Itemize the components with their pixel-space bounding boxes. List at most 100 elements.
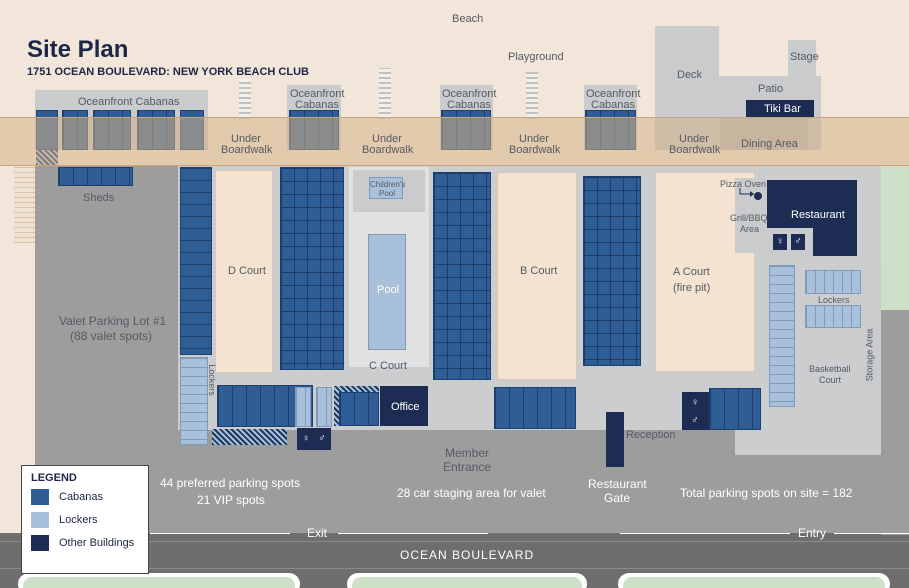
valet-lot-label: Valet Parking Lot #1: [59, 314, 167, 328]
lockers-block: [180, 357, 208, 445]
grass-strip: [881, 310, 909, 535]
childrens-pool-label: Children's: [370, 180, 406, 189]
under-boardwalk-label: Boardwalk: [669, 144, 721, 156]
deck-label: Deck: [677, 69, 703, 81]
childrens-pool: [369, 177, 403, 199]
boardwalk: [0, 117, 909, 166]
lockers-block: [316, 387, 332, 427]
pizza-oven-dot: [754, 192, 762, 200]
lockers-block: [805, 270, 861, 294]
parking-island-grass: [623, 577, 885, 588]
restaurant-gate-building: [606, 412, 624, 467]
road-lane-line: [0, 541, 909, 542]
lockers-label: Lockers: [818, 295, 850, 305]
beach-walkway: [239, 79, 251, 119]
grill-bbq-label: Area: [740, 224, 760, 234]
under-boardwalk-label: Boardwalk: [362, 144, 414, 156]
parking-island-grass: [23, 577, 295, 588]
cabanas-label: Cabanas: [591, 99, 636, 111]
a-court-label: A Court: [673, 266, 710, 278]
lockers-block: [295, 387, 311, 427]
exit-label: Exit: [307, 526, 328, 540]
sheds: [58, 167, 133, 186]
legend: LEGEND Cabanas Lockers Other Buildings: [21, 465, 149, 574]
storage-area: [862, 265, 881, 430]
pizza-oven-label: Pizza Oven: [720, 179, 767, 189]
cabana-row: [583, 176, 641, 366]
sheds-label: Sheds: [83, 192, 115, 204]
grill-bbq-label: Grill/BBQ: [730, 213, 768, 223]
stage: [788, 40, 816, 76]
oceanfront-label: Oceanfront: [290, 88, 345, 100]
cabanas-label: Cabanas: [295, 99, 340, 111]
lockers-block: [805, 305, 861, 328]
parking-island-grass: [352, 577, 582, 588]
legend-title: LEGEND: [31, 472, 77, 484]
exit-line: [150, 533, 290, 534]
a-court: [655, 172, 755, 372]
under-boardwalk-label: Under: [679, 133, 709, 145]
oceanfront-label: Oceanfront: [586, 88, 641, 100]
legend-label-cabanas: Cabanas: [59, 491, 104, 503]
entry-line: [834, 533, 909, 534]
entry-label: Entry: [798, 526, 827, 540]
road-lane-line: [0, 568, 909, 569]
d-court-label: D Court: [228, 265, 266, 277]
pool-label: Pool: [377, 284, 400, 296]
cabana-row: [433, 172, 491, 380]
basketball-court-label: Basketball: [809, 364, 851, 374]
cabana-row: [494, 387, 576, 429]
road-name-label: OCEAN BOULEVARD: [400, 548, 535, 562]
cabanas-label: Cabanas: [447, 99, 492, 111]
b-court-label: B Court: [520, 265, 558, 277]
lockers-label: Lockers: [206, 364, 217, 396]
legend-label-lockers: Lockers: [59, 514, 98, 526]
member-entrance-label: Member: [445, 446, 490, 460]
page-subtitle: 1751 OCEAN BOULEVARD: NEW YORK BEACH CLU…: [27, 66, 309, 78]
pool: [368, 234, 406, 350]
valet-staging-label: 28 car staging area for valet: [397, 486, 546, 500]
beach-walkway: [526, 72, 538, 119]
dock-left: [14, 165, 35, 243]
childrens-pool-label: Pool: [379, 189, 396, 198]
beach-walkway: [379, 68, 391, 119]
cabana-row: [709, 388, 761, 430]
legend-label-other-buildings: Other Buildings: [59, 537, 135, 549]
restroom-icon: ♂: [688, 413, 702, 429]
tiki-bar-label: Tiki Bar: [764, 103, 801, 115]
playground-label: Playground: [508, 51, 564, 63]
under-boardwalk-label: Boardwalk: [221, 144, 273, 156]
dining-area-label: Dining Area: [741, 138, 798, 150]
fire-pit-label: (fire pit): [673, 282, 711, 294]
restroom-icon: ♂: [791, 234, 805, 250]
entry-line: [620, 533, 790, 534]
office-label: Office: [391, 401, 420, 413]
legend-swatch-other-buildings: [31, 535, 49, 551]
bottom-parking-area: [150, 450, 909, 535]
restaurant-gate-label: Restaurant: [588, 477, 647, 491]
stage-label: Stage: [790, 51, 819, 63]
valet-spots-label: (88 valet spots): [70, 329, 153, 343]
total-parking-label: Total parking spots on site = 182: [680, 486, 853, 500]
vip-parking-label: 21 VIP spots: [197, 493, 265, 507]
oceanfront-label: Oceanfront: [442, 88, 497, 100]
restroom-icon: ♂: [315, 431, 329, 447]
c-court-label: C Court: [369, 360, 407, 372]
restroom-icon: ♀: [688, 395, 702, 411]
office-building: [380, 386, 428, 426]
legend-swatch-lockers: [31, 512, 49, 528]
cabana-row: [180, 167, 212, 355]
reception-label: Reception: [626, 429, 676, 441]
beach-label: Beach: [452, 13, 484, 25]
cabana-row: [280, 167, 344, 370]
basketball-court-label: Court: [819, 375, 842, 385]
under-boardwalk-label: Boardwalk: [509, 144, 561, 156]
page-title: Site Plan: [27, 36, 129, 63]
legend-swatch-cabanas: [31, 489, 49, 505]
pizza-oven-arrow: [739, 188, 754, 197]
restroom-icon: ♀: [773, 234, 787, 250]
cabana-locker: [212, 429, 287, 445]
b-court: [497, 172, 577, 380]
member-entrance-label: Entrance: [443, 460, 492, 474]
